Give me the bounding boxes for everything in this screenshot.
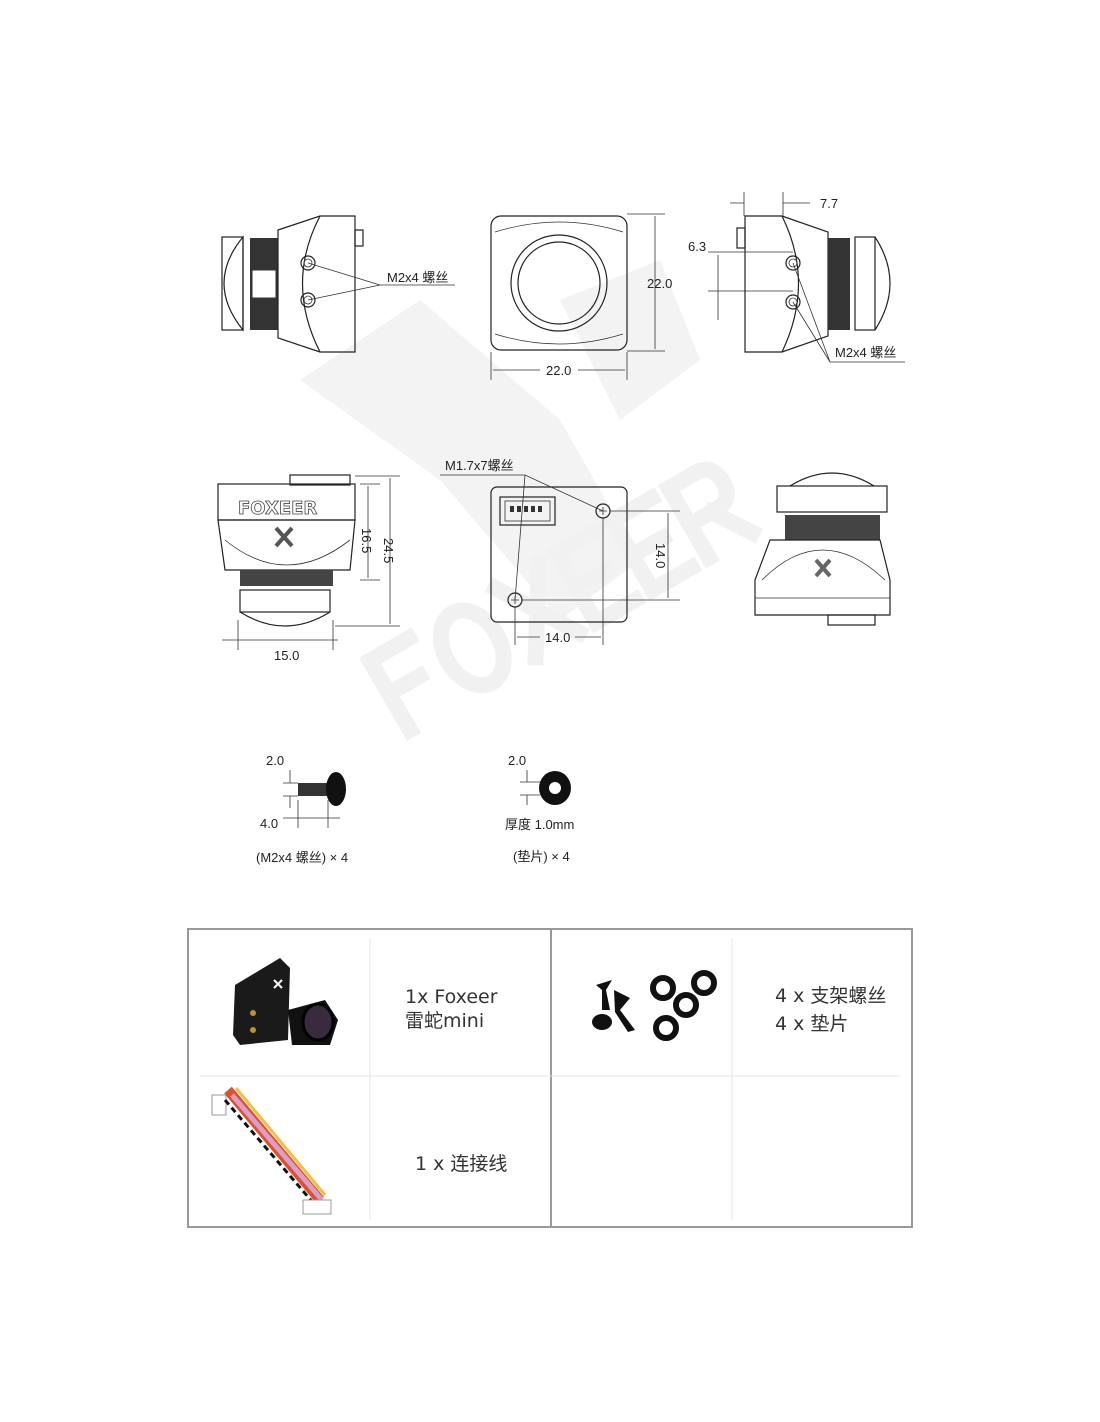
isometric-view xyxy=(754,472,891,626)
washer-diameter-dim: 2.0 xyxy=(508,753,526,768)
cell-cable: 1 x 连接线 xyxy=(415,1153,507,1175)
face-view: FOXEER 16.5 24.5 15.0 xyxy=(217,474,400,663)
watermark-logo xyxy=(300,260,763,741)
screw-caption: (M2x4 螺丝) × 4 xyxy=(256,850,348,865)
screw-diameter-dim: 2.0 xyxy=(266,753,284,768)
cell-screws-line2: 4 x 垫片 xyxy=(775,1013,848,1035)
total-height-dim: 24.5 xyxy=(381,538,396,563)
front-width-dim: 22.0 xyxy=(546,363,571,378)
cable-photo xyxy=(211,1086,332,1215)
spacing-dim: 6.3 xyxy=(688,239,706,254)
front-height-dim: 22.0 xyxy=(647,276,672,291)
cell-camera-line2: 雷蛇mini xyxy=(405,1010,484,1032)
back-vertical-dim: 14.0 xyxy=(653,543,668,568)
side-view-left: M2x4 螺丝 xyxy=(221,215,455,353)
cell-screws-line1: 4 x 支架螺丝 xyxy=(775,985,886,1007)
side-view-right: 7.7 6.3 M2x4 螺丝 xyxy=(688,192,905,363)
face-width-dim: 15.0 xyxy=(274,648,299,663)
screw-accessory: 2.0 4.0 (M2x4 螺丝) × 4 xyxy=(256,753,348,865)
package-contents-table: 1x Foxeer 雷蛇mini 4 x 支架螺丝 4 x 垫片 1 x 连接线 xyxy=(187,928,913,1228)
camera-photo xyxy=(233,958,338,1045)
screws-washers-photo xyxy=(592,970,717,1041)
screw-label-right: M2x4 螺丝 xyxy=(835,345,896,360)
x-logo-icon xyxy=(274,526,294,548)
back-view: M1.7x7螺丝 14.0 14.0 xyxy=(440,458,680,645)
washer-caption: (垫片) × 4 xyxy=(513,849,570,864)
washer-accessory: 2.0 厚度 1.0mm (垫片) × 4 xyxy=(505,753,574,864)
iso-x-logo-icon xyxy=(814,558,832,578)
watermark-lettering-icon xyxy=(359,461,763,741)
offset-dim: 7.7 xyxy=(820,196,838,211)
front-view: 22.0 22.0 xyxy=(490,213,672,380)
back-screw-label: M1.7x7螺丝 xyxy=(445,458,514,473)
screw-label-left: M2x4 螺丝 xyxy=(387,270,448,285)
cell-camera-line1: 1x Foxeer xyxy=(405,986,498,1008)
washer-thickness: 厚度 1.0mm xyxy=(505,817,574,832)
foxeer-logo-text: FOXEER xyxy=(238,498,317,519)
back-horizontal-dim: 14.0 xyxy=(545,630,570,645)
body-height-dim: 16.5 xyxy=(359,528,374,553)
screw-length-dim: 4.0 xyxy=(260,816,278,831)
